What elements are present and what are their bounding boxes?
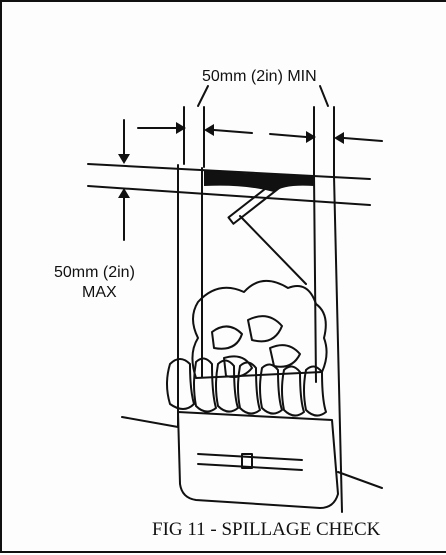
hearth-right: [337, 471, 383, 489]
arrowhead: [176, 122, 186, 134]
mantel-top-line: [87, 163, 371, 180]
max-gap-label-suffix: MAX: [82, 284, 117, 301]
figure-caption: FIG 11 - SPILLAGE CHECK: [152, 519, 381, 540]
spillage-lead: [239, 215, 307, 285]
opening-inner-right: [313, 173, 317, 383]
arrowhead: [118, 154, 130, 164]
arrowhead: [118, 188, 130, 198]
label-leader-left: [197, 85, 209, 107]
min-gap-label: 50mm (2in) MIN: [202, 68, 317, 85]
smoke-shading: [204, 170, 314, 192]
coal-bed: [191, 280, 328, 379]
coal-lump: [223, 355, 253, 378]
coal-lump: [269, 344, 301, 368]
arrowhead: [204, 124, 214, 136]
fire-bar: [281, 365, 305, 417]
coal-lump: [211, 325, 243, 350]
max-gap-label: 50mm (2in): [54, 264, 135, 281]
fire-front: [166, 358, 195, 410]
arrow-mid-left-shaft: [213, 129, 253, 134]
coal-lump: [247, 315, 283, 343]
fire-bar: [215, 359, 239, 413]
arrowhead: [334, 132, 344, 144]
fire-bar: [193, 357, 217, 413]
arrowhead: [306, 131, 316, 143]
arrow-mid-right-shaft: [269, 133, 307, 138]
mantel-bottom-line: [87, 185, 371, 206]
ash-pan: [177, 411, 339, 509]
fire-bar: [303, 365, 327, 417]
fire-bar: [259, 363, 283, 415]
ash-pan-slot: [197, 453, 303, 461]
ash-pan-knob: [241, 453, 253, 469]
label-leader-right: [319, 85, 329, 107]
hearth-left: [121, 416, 179, 428]
opening-right-edge: [333, 175, 343, 513]
arrow-right-shaft: [343, 137, 383, 142]
fire-bar: [237, 361, 261, 415]
